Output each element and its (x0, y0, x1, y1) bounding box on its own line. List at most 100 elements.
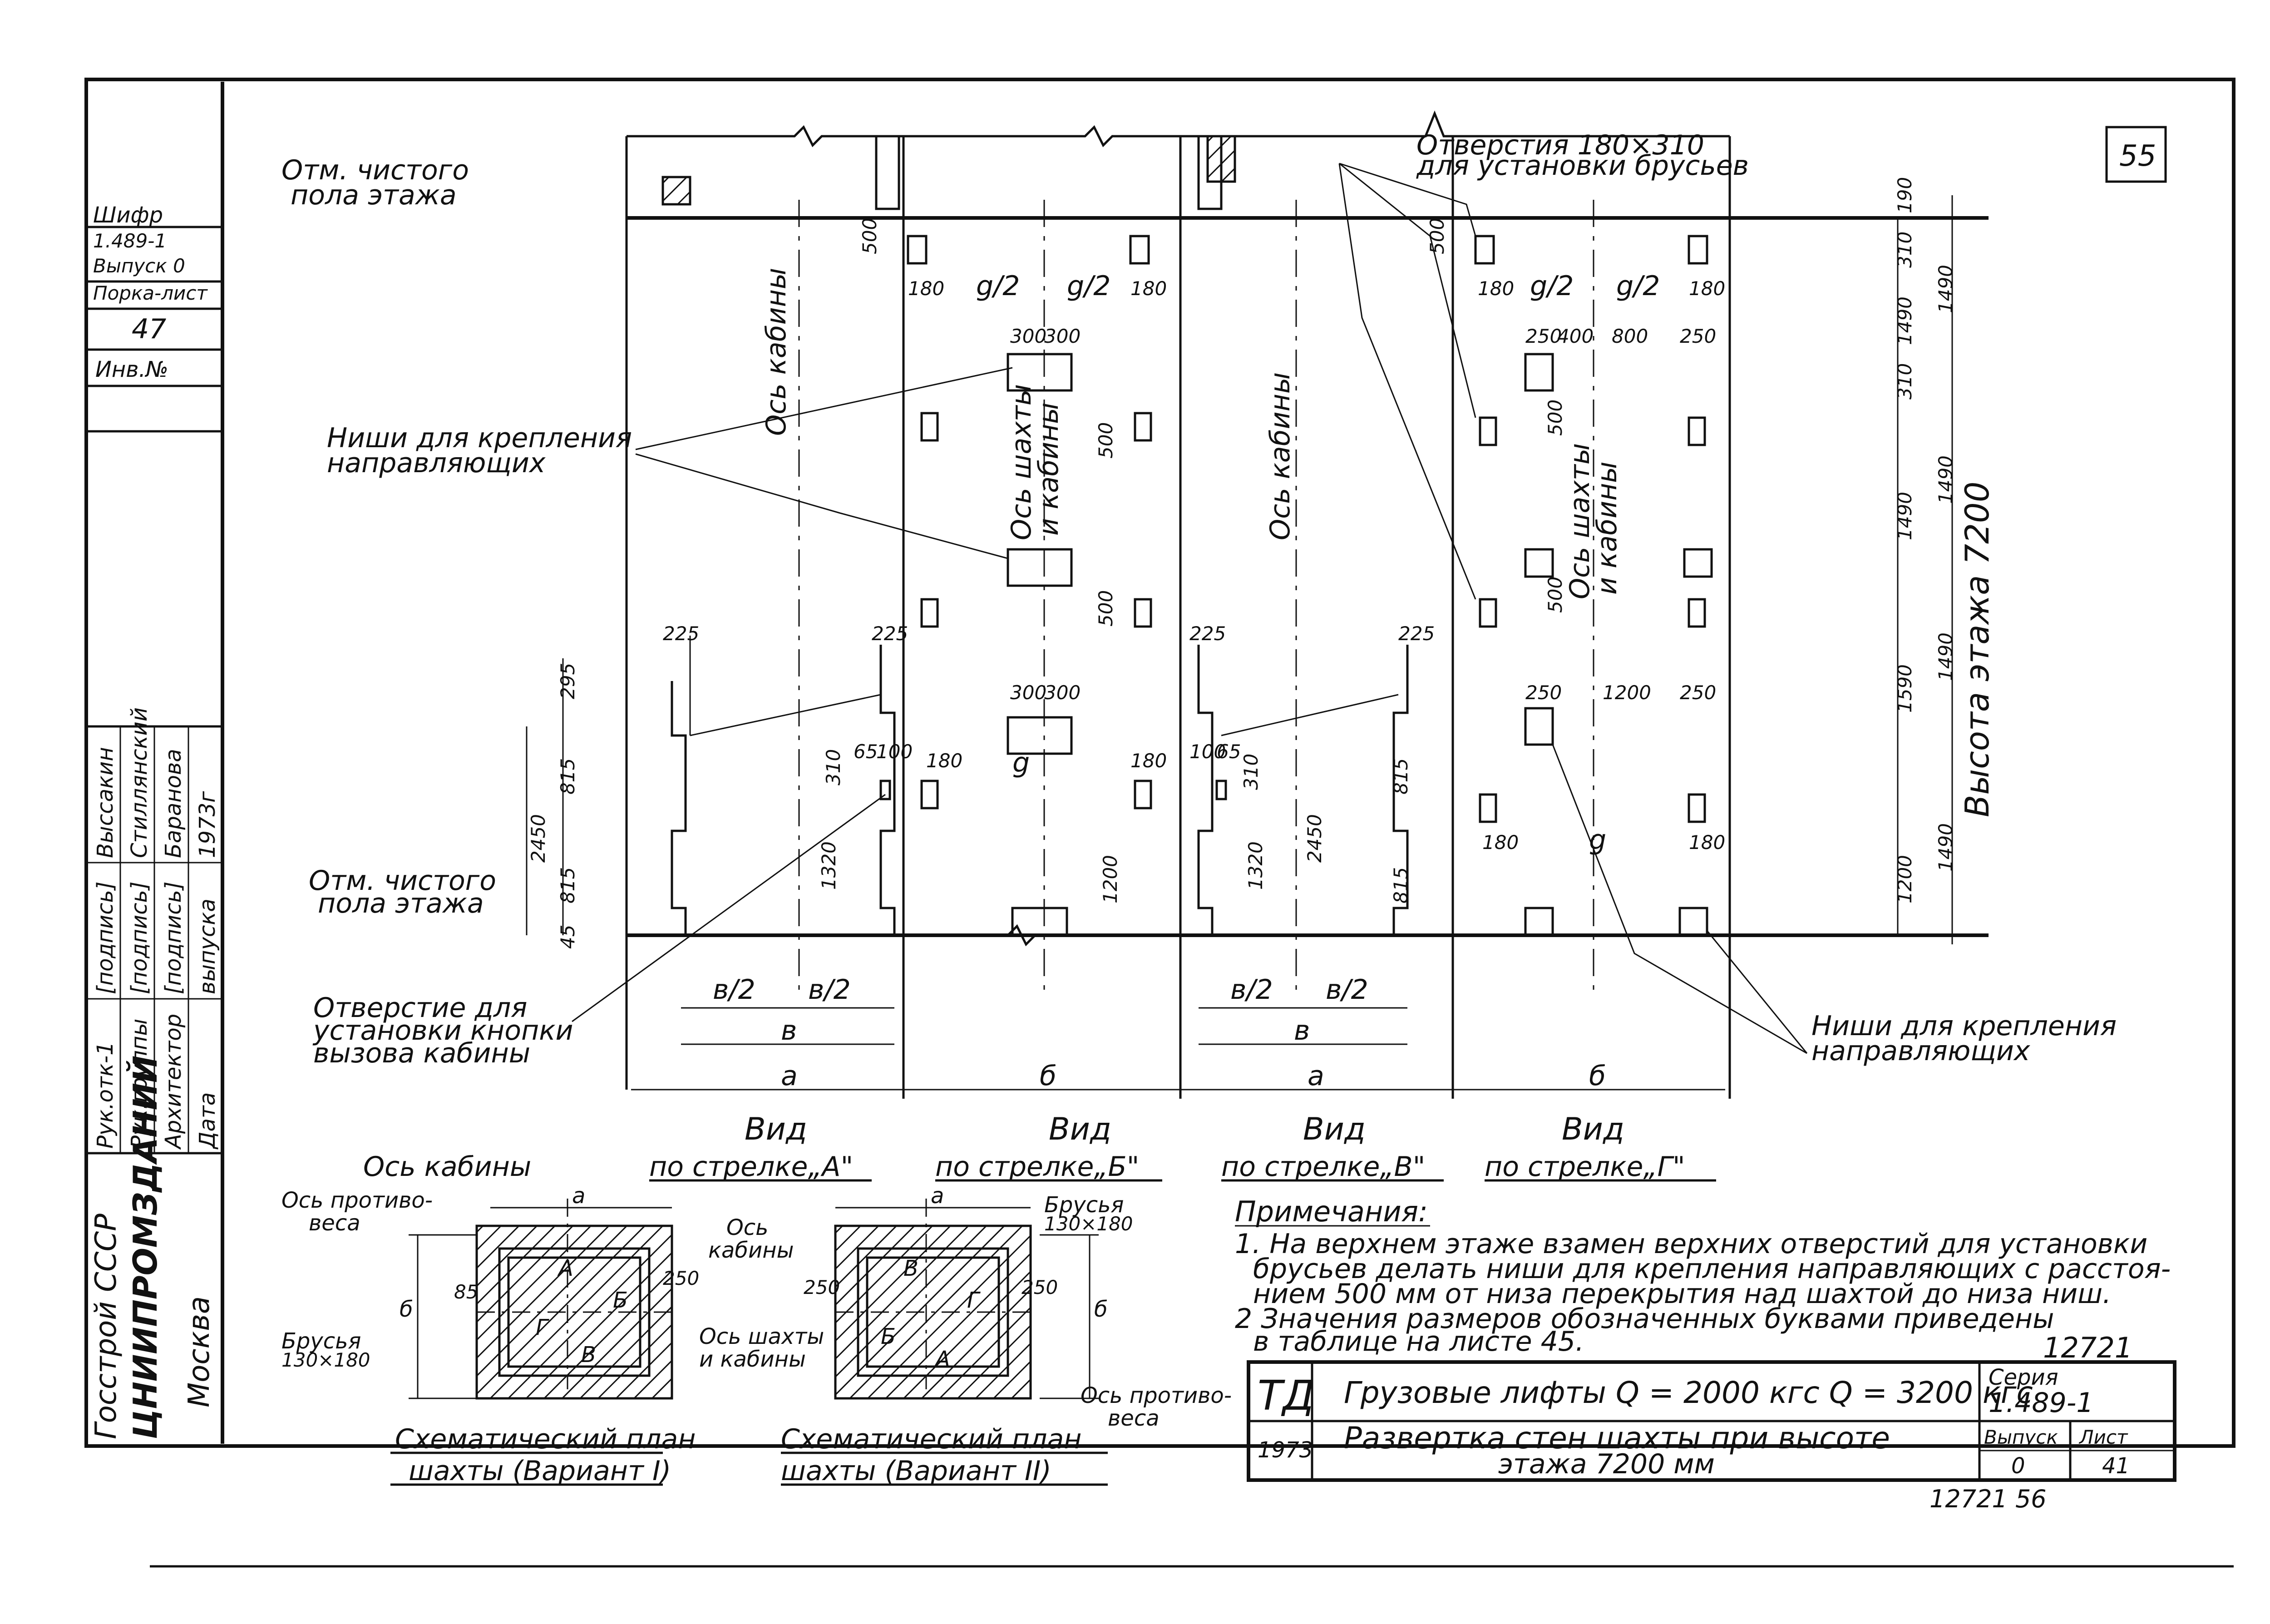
dim-2450-b: 2450 (1303, 814, 1326, 863)
stamp-cipher-label: Шифр (93, 202, 163, 228)
dim-2450-a: 2450 (527, 814, 549, 863)
dim-1490-r2: 1490 (1894, 492, 1916, 540)
approval-block: Рук.отк-1 [подпись] Выссакин Рук.группы … (86, 707, 222, 1439)
notes-title: Примечания: (1235, 1195, 1428, 1228)
floor-mark-bottom-1: Отм. чистого (309, 865, 496, 897)
approval-sign-2: [подпись] (127, 881, 152, 994)
shaft-axis-left-2: и кабины (1033, 402, 1065, 536)
approval-name-4: 1973г (195, 791, 220, 858)
dim-v2-left-1: в/2 (713, 974, 755, 1006)
dim-190-r: 190 (1894, 177, 1916, 213)
dim-310-b: 310 (1240, 754, 1262, 790)
plan1-d250: 250 (663, 1267, 699, 1289)
plan1-cw-axis-2: веса (309, 1210, 360, 1236)
view-a-sub: по стрелке„А" (649, 1151, 853, 1183)
plan1-d85: 85 (454, 1281, 478, 1303)
plan1-title-2: шахты (Вариант I) (409, 1455, 671, 1487)
view-v-title: Вид (1303, 1111, 1366, 1147)
dim-815-b: 815 (557, 867, 579, 903)
plan2-title-2: шахты (Вариант II) (781, 1455, 1051, 1487)
notes-ref: 12721 (2043, 1331, 2132, 1364)
dim-225-a: 225 (663, 622, 699, 645)
plan2-letter-b: б (1094, 1297, 1108, 1322)
plan2-d250-a: 250 (804, 1276, 840, 1298)
plan2-cw-axis-1: Ось противо- (1081, 1383, 1232, 1408)
button-hole-1: Отверстие для (313, 992, 527, 1024)
dim-180-c: 180 (926, 750, 962, 772)
dim-1200-r: 1200 (1894, 855, 1916, 903)
dim-45-a: 45 (557, 925, 579, 949)
tb-series-label: Серия (1989, 1365, 2058, 1390)
dim-225-d: 225 (1398, 622, 1435, 645)
dim-500-d: 500 (1426, 218, 1448, 254)
tb-sheet-value: 41 (2102, 1453, 2130, 1479)
dim-310-r1: 310 (1894, 232, 1916, 268)
dim-v2-right-2: в/2 (1326, 974, 1368, 1006)
niches-left-1: Ниши для крепления (327, 422, 632, 454)
shaft-axis-left-1: Ось шахты (1006, 384, 1037, 540)
tb-series-value: 1.489-1 (1989, 1387, 2094, 1419)
tb-title-2b: этажа 7200 мм (1498, 1448, 1715, 1480)
tb-title-2a: Развертка стен шахты при высоте (1344, 1421, 1890, 1456)
dim-295-a: 295 (557, 663, 579, 699)
dim-100-b: 100 (1189, 740, 1226, 763)
section-a-left: а (781, 1060, 798, 1092)
dim-1320-a: 1320 (818, 841, 840, 890)
approval-sign-4: выпуска (195, 898, 220, 994)
approval-sign-3: [подпись] (161, 881, 186, 994)
plan2-letter-V: В (903, 1256, 918, 1281)
dim-500-c: 500 (1095, 590, 1117, 627)
dim-180-g: 180 (1482, 831, 1519, 854)
plan2-beams-1: Брусья (1044, 1192, 1124, 1218)
tb-logo: ТД (1258, 1372, 1314, 1420)
holes-title-2: для установки брусьев (1416, 150, 1749, 182)
approval-name-2: Стиллянский (127, 707, 152, 858)
stamp-issue: Выпуск 0 (93, 255, 185, 277)
holes-title-1: Отверстия 180×310 (1416, 129, 1704, 161)
plan1-shaft-axis-1: Ось шахты (699, 1324, 824, 1349)
notes-block: Примечания: 1. На верхнем этаже взамен в… (1235, 1195, 2171, 1364)
title-block: ТД 1973 Грузовые лифты Q = 2000 кгс Q = … (1247, 1360, 2176, 1513)
shaft-plan-1: б а А Б Г В 85 250 Ось кабины Ось против… (281, 1151, 824, 1487)
approval-name-3: Баранова (161, 749, 186, 858)
dim-500-f: 500 (1544, 577, 1566, 613)
niches-right-2: направляющих (1811, 1035, 2030, 1067)
plan2-letter-a: а (931, 1183, 944, 1209)
view-v-sub: по стрелке„В" (1221, 1151, 1425, 1183)
notes-line-4: 2 Значения размеров обозначенных буквами… (1235, 1303, 2054, 1335)
org-line-2: ЦНИИПРОМЗДАНИЙ (126, 1056, 164, 1439)
dim-400-a: 400 (1557, 325, 1594, 347)
notes-line-3: нием 500 мм от низа перекрытия над шахто… (1253, 1278, 2111, 1310)
shaft-axis-right-2: и кабины (1591, 461, 1623, 595)
plan1-title-1: Схематический план (395, 1423, 696, 1455)
dim-180-b: 180 (1130, 277, 1167, 300)
approval-role-2: Рук.группы (127, 1019, 152, 1149)
floor-mark-bottom-2: пола этажа (318, 888, 484, 919)
button-hole-2: установки кнопки (312, 1015, 573, 1046)
org-line-3: Москва (183, 1296, 216, 1407)
dim-250-a: 250 (1525, 325, 1562, 347)
notes-line-2: брусьев делать ниши для крепления направ… (1253, 1253, 2171, 1285)
shaft-axis-right-1: Ось шахты (1564, 443, 1596, 599)
tb-issue-value: 0 (2011, 1453, 2025, 1479)
plan1-letter-G: Г (536, 1315, 549, 1340)
tb-issue-label: Выпуск (1984, 1426, 2058, 1448)
floor-height-label: Высота этажа 7200 (1958, 481, 1996, 817)
section-a-right: а (1308, 1060, 1324, 1092)
dim-65-a: 65 (854, 740, 878, 763)
dim-250-c: 250 (1525, 681, 1562, 704)
dim-500-b: 500 (1095, 422, 1117, 459)
dim-1490-r1: 1490 (1894, 296, 1916, 345)
button-hole-3: вызова кабины (313, 1037, 530, 1069)
view-b-title: Вид (1049, 1111, 1111, 1147)
dim-g-b: g (1589, 824, 1606, 856)
plan1-letter-A: А (557, 1256, 573, 1281)
plan1-letter-a: а (572, 1183, 585, 1209)
dim-300-a: 300 (1010, 325, 1046, 347)
dim-180-e: 180 (1478, 277, 1514, 300)
dim-1490-o2: 1490 (1934, 455, 1957, 504)
dim-g2-d: g/2 (1616, 270, 1660, 302)
dim-180-a: 180 (908, 277, 944, 300)
plan2-letter-A: А (934, 1347, 950, 1372)
